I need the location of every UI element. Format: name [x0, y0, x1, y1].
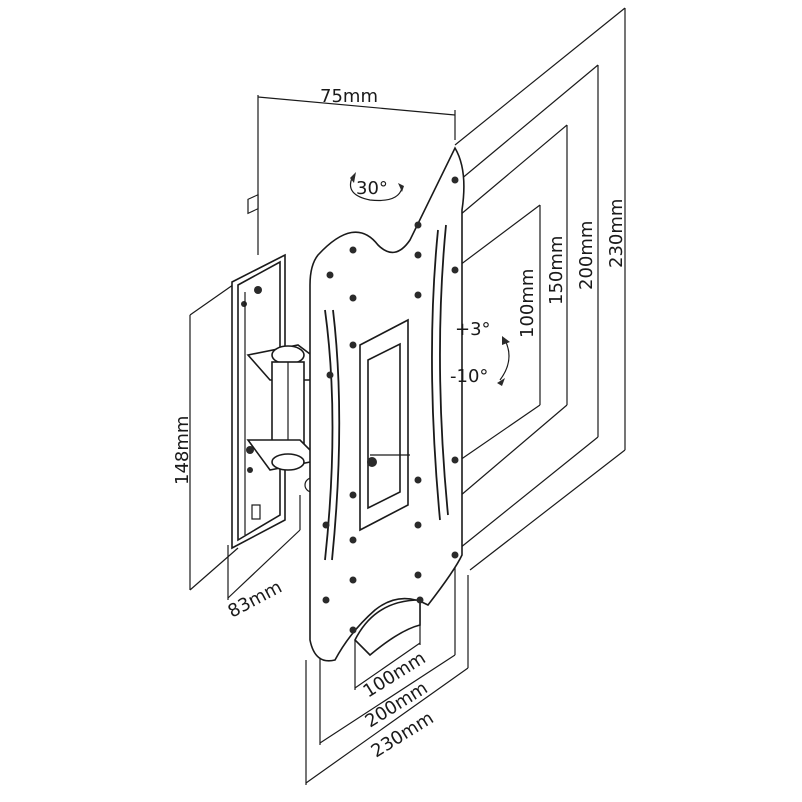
label-vertical-200: 200mm — [576, 221, 597, 290]
label-tilt-down: -10° — [450, 366, 488, 387]
label-vertical-100: 100mm — [517, 269, 538, 338]
label-wall-plate-height: 148mm — [172, 416, 193, 485]
wall-plate-height-dimension — [189, 279, 301, 600]
label-vertical-230: 230mm — [606, 199, 627, 268]
mounting-holes — [322, 176, 459, 634]
label-depth: 83mm — [224, 577, 285, 623]
vesa-face-plate — [309, 146, 465, 662]
tilt-indicator — [497, 336, 510, 386]
rotation-indicator — [349, 172, 404, 202]
label-rotation: 30° — [356, 178, 388, 199]
label-vertical-150: 150mm — [546, 236, 567, 305]
label-top-width: 75mm — [320, 86, 378, 107]
vertical-dimension-lines — [454, 7, 626, 571]
swivel-hinge — [246, 344, 322, 493]
top-width-dimension — [257, 95, 456, 255]
horizontal-dimension-lines — [305, 560, 469, 785]
label-tilt-up: +3° — [455, 319, 491, 340]
